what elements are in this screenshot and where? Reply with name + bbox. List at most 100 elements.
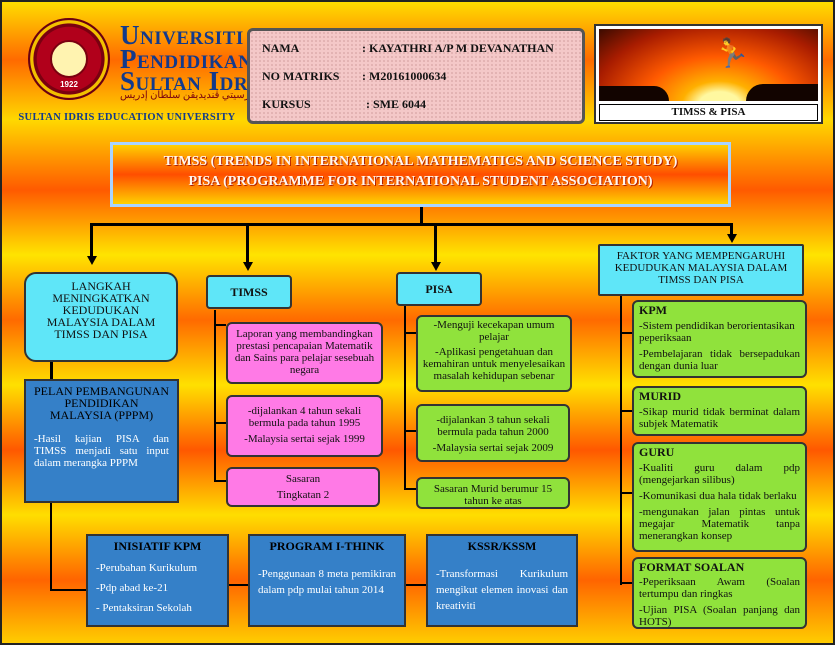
- faktor-murid-box: MURID -Sikap murid tidak berminat dalam …: [632, 386, 807, 436]
- connector-line: [246, 223, 249, 263]
- inisiatif-point-c: - Pentaksiran Sekolah: [96, 602, 192, 614]
- arrow-down-icon: [431, 262, 441, 271]
- ithink-point-a: -Penggunaan 8 meta pemikiran dalam pdp m…: [258, 568, 396, 596]
- guru-title: GURU: [639, 445, 675, 459]
- student-info-panel: NAMA : KAYATHRI A/P M DEVANATHAN NO MATRI…: [247, 28, 585, 124]
- university-name-line2: Pendidikan: [120, 44, 253, 74]
- kpm-point-b: -Pembelajaran tidak bersepadukan dengan …: [639, 348, 800, 372]
- cliff-right: [746, 84, 818, 101]
- student-matric-row: NO MATRIKS : M20161000634: [262, 69, 446, 84]
- connector-line: [404, 488, 416, 490]
- seal-emblem-icon: [50, 40, 88, 78]
- format-point-b: -Ujian PISA (Soalan panjang dan HOTS): [639, 604, 800, 628]
- university-name-line1: Universiti: [120, 20, 244, 50]
- connector-line: [404, 584, 426, 586]
- timss-header: TIMSS: [206, 275, 292, 309]
- arrow-down-icon: [243, 262, 253, 271]
- format-point-a: -Peperiksaan Awam (Soalan tertumpu dan r…: [639, 576, 800, 600]
- university-english-name: SULTAN IDRIS EDUCATION UNIVERSITY: [18, 112, 236, 123]
- kpm-title: KPM: [639, 303, 667, 317]
- connector-line: [404, 332, 416, 334]
- connector-line: [620, 332, 632, 334]
- format-title: FORMAT SOALAN: [639, 560, 745, 574]
- connector-line: [50, 360, 53, 380]
- connector-line: [620, 410, 632, 412]
- timss-schedule-text: -dijalankan 4 tahun sekali bermula pada …: [247, 405, 362, 429]
- timss-target-box: Sasaran Tingkatan 2: [226, 467, 380, 507]
- pisa-def-b: -Aplikasi pengetahuan dan kemahiran untu…: [422, 346, 566, 382]
- guru-point-c: -mengunakan jalan pintas untuk megajar M…: [639, 506, 800, 542]
- timss-definition-box: Laporan yang membandingkan prestasi penc…: [226, 322, 383, 384]
- pisa-schedule-box: -dijalankan 3 tahun sekali bermula pada …: [416, 404, 570, 462]
- matric-value: : M20161000634: [362, 69, 447, 83]
- university-seal-logo: 1922: [28, 18, 110, 100]
- timss-malaysia-join: -Malaysia sertai sejak 1999: [244, 433, 365, 445]
- pisa-definition-box: -Menguji kecekapan umum pelajar -Aplikas…: [416, 315, 572, 392]
- connector-line: [227, 584, 249, 586]
- pelan-title: PELAN PEMBANGUNAN PENDIDIKAN MALAYSIA (P…: [34, 384, 170, 422]
- pisa-target-box: Sasaran Murid berumur 15 tahun ke atas: [416, 477, 570, 509]
- murid-title: MURID: [639, 389, 681, 403]
- kpm-point-a: -Sistem pendidikan berorientasikan peper…: [639, 320, 795, 344]
- pisa-header: PISA: [396, 272, 482, 306]
- kssr-point-a: -Transformasi Kurikulum mengikut elemen …: [436, 568, 568, 612]
- timss-target-value: Tingkatan 2: [276, 489, 330, 501]
- ithink-title: PROGRAM I-THINK: [269, 539, 385, 553]
- connector-line: [620, 492, 632, 494]
- arrow-down-icon: [87, 256, 97, 265]
- connector-line: [730, 223, 733, 235]
- course-value: : SME 6044: [366, 97, 426, 111]
- pisa-malaysia-join: -Malaysia sertai sejak 2009: [432, 442, 554, 454]
- connector-line: [214, 310, 216, 482]
- timss-schedule-box: -dijalankan 4 tahun sekali bermula pada …: [226, 395, 383, 457]
- pelan-pppm-box: PELAN PEMBANGUNAN PENDIDIKAN MALAYSIA (P…: [24, 379, 179, 503]
- pisa-schedule-text: -dijalankan 3 tahun sekali bermula pada …: [436, 414, 550, 438]
- faktor-format-box: FORMAT SOALAN -Peperiksaan Awam (Soalan …: [632, 557, 807, 629]
- name-label: NAMA: [262, 41, 300, 55]
- name-value: : KAYATHRI A/P M DEVANATHAN: [362, 41, 554, 55]
- course-label: KURSUS: [262, 97, 311, 111]
- arrow-down-icon: [727, 234, 737, 243]
- guru-point-b: -Komunikasi dua hala tidak berlaku: [639, 490, 797, 502]
- sunset-jump-image: 🏃 TIMSS & PISA: [594, 24, 823, 124]
- pisa-def-a: -Menguji kecekapan umum pelajar: [433, 319, 555, 343]
- seal-year: 1922: [60, 80, 78, 89]
- student-name-row: NAMA : KAYATHRI A/P M DEVANATHAN: [262, 41, 554, 56]
- main-title-banner: TIMSS (TRENDS IN INTERNATIONAL MATHEMATI…: [110, 142, 731, 207]
- inisiatif-title: INISIATIF KPM: [113, 539, 202, 553]
- connector-line: [404, 430, 416, 432]
- langkah-header: LANGKAH MENINGKATKAN KEDUDUKAN MALAYSIA …: [24, 272, 178, 362]
- inisiatif-kpm-box: INISIATIF KPM -Perubahan Kurikulum -Pdp …: [86, 534, 229, 627]
- kssr-title: KSSR/KSSM: [467, 539, 537, 553]
- connector-line: [90, 223, 93, 257]
- connector-line: [50, 589, 86, 591]
- image-caption: TIMSS & PISA: [599, 104, 818, 121]
- matric-label: NO MATRIKS: [262, 69, 340, 83]
- connector-line: [620, 295, 622, 585]
- timss-target-label: Sasaran: [285, 473, 321, 485]
- connector-line: [214, 480, 226, 482]
- inisiatif-point-a: -Perubahan Kurikulum: [96, 562, 198, 574]
- murid-point-a: -Sikap murid tidak berminat dalam subjek…: [639, 406, 800, 430]
- connector-line: [404, 305, 406, 490]
- connector-line: [214, 422, 226, 424]
- title-line2: PISA (PROGRAMME FOR INTERNATIONAL STUDEN…: [188, 174, 653, 189]
- connector-line: [90, 223, 733, 226]
- pelan-text: -Hasil kajian PISA dan TIMSS menjadi sat…: [34, 433, 169, 469]
- faktor-header: FAKTOR YANG MEMPENGARUHI KEDUDUKAN MALAY…: [598, 244, 804, 296]
- connector-line: [434, 223, 437, 263]
- inisiatif-point-b: -Pdp abad ke-21: [96, 582, 169, 594]
- connector-line: [50, 502, 52, 590]
- ithink-box: PROGRAM I-THINK -Penggunaan 8 meta pemik…: [248, 534, 406, 627]
- university-jawi-name: ڤونيۏرسيتي ڤنديديقن سلطان إدريس: [120, 90, 272, 101]
- student-course-row: KURSUS : SME 6044: [262, 97, 426, 112]
- connector-line: [420, 207, 423, 225]
- guru-point-a: -Kualiti guru dalam pdp (mengejarkan sil…: [639, 462, 800, 486]
- faktor-guru-box: GURU -Kualiti guru dalam pdp (mengejarka…: [632, 442, 807, 552]
- kssr-kssm-box: KSSR/KSSM -Transformasi Kurikulum mengik…: [426, 534, 578, 627]
- faktor-kpm-box: KPM -Sistem pendidikan berorientasikan p…: [632, 300, 807, 378]
- cliff-left: [599, 86, 669, 101]
- university-name-line3: Sultan Idris: [120, 66, 268, 96]
- connector-line: [620, 582, 632, 584]
- title-line1: TIMSS (TRENDS IN INTERNATIONAL MATHEMATI…: [163, 154, 678, 169]
